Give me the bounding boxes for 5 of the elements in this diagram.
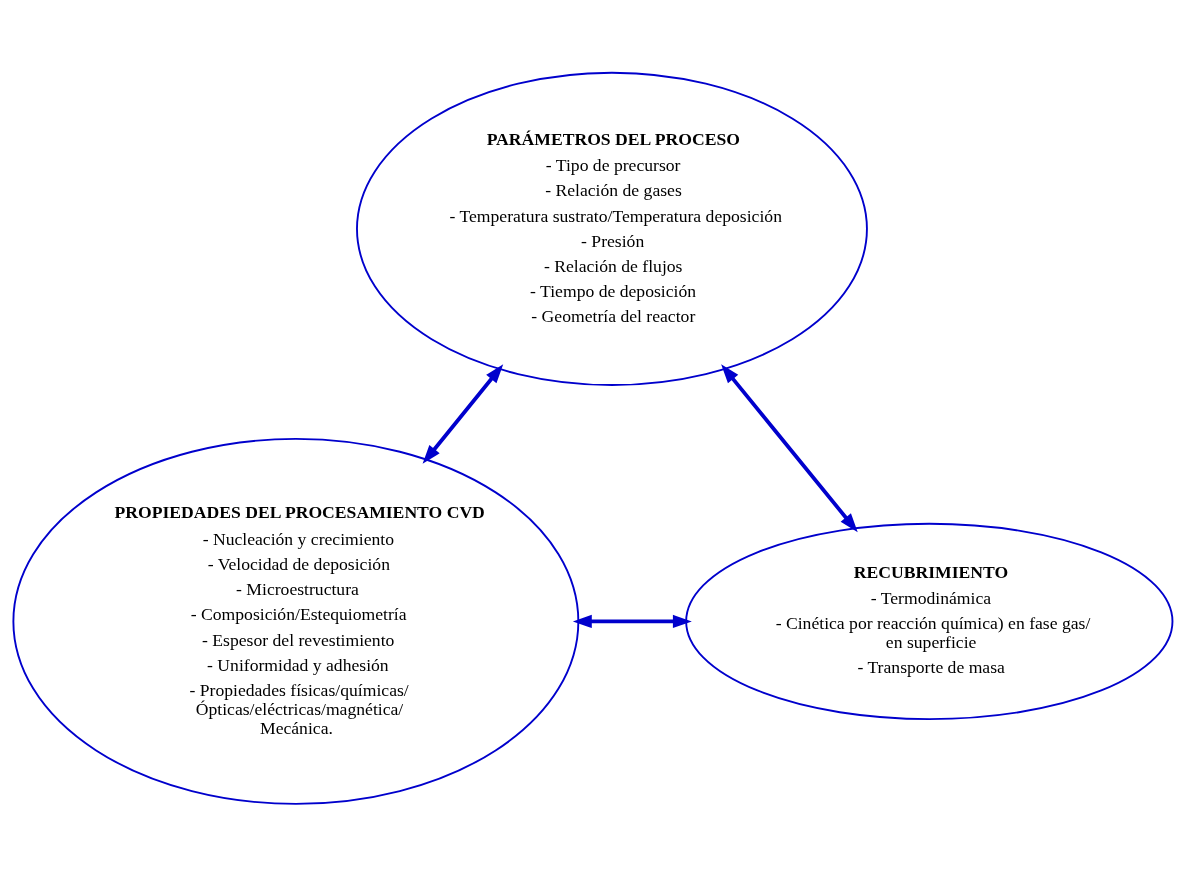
node-ellipse: PROPIEDADES DEL PROCESAMIENTO CVD - Nucleación y crecimiento - Velocidad de deposición - Microestructura - Composición/Estequiometría - Espesor del revestimiento - Uniformidad y adhesión - Propiedades físicas/químicas/ Ópticas/eléctricas/magnética/ Mecánica. xyxy=(12,437,580,805)
arrow xyxy=(422,363,504,464)
node-ellipse: RECUBRIMIENTO - Termodinámica - Cinética por reacción química) en fase gas/ en superficie - Transporte de masa xyxy=(685,522,1174,720)
arrow xyxy=(572,614,692,628)
arrow xyxy=(721,363,858,532)
